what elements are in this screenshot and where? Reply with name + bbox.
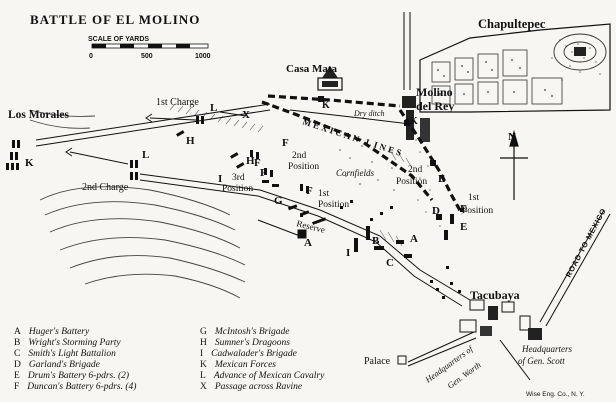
stipple-areas [409,39,601,227]
label-2nd-charge: 2nd Charge [82,182,129,193]
road-to-mexico [539,209,611,327]
road-los-morales [35,103,271,147]
unit-i-west: I [218,173,222,185]
battery-f-marks [250,150,309,193]
label-f-2nd-pos-2: Position [288,162,319,172]
scale-tick-0: 0 [89,53,93,60]
label-dry-ditch: Dry ditch [353,109,384,118]
label-e-2nd-pos-2: Position [396,177,427,187]
unit-f-1st: F [306,185,313,197]
label-tacubaya: Tacubaya [470,288,520,302]
label-mexican-lines: MEXICAN LINES [301,116,405,158]
label-f-2nd-pos-1: 2nd [292,151,307,161]
unit-l-north: L [210,102,217,114]
mexican-forces-west [6,140,20,170]
scale-label: SCALE OF YARDS [88,36,149,43]
mexican-lines [261,94,464,215]
cornfields [339,145,395,191]
roads-tacubaya [407,331,531,381]
unit-c: C [386,257,394,269]
unit-e-2nd: E [438,173,445,185]
unit-a-west: A [304,237,312,249]
label-3rd-pos-1: 3rd [232,173,245,183]
label-los-morales: Los Morales [8,109,70,121]
battery-a-west [257,219,307,239]
unit-e-1st-b: E [460,203,467,215]
charge-arrows [65,111,247,165]
map-title: BATTLE OF EL MOLINO [30,12,200,27]
ravine-hatching [169,103,413,247]
north-arrow [500,129,528,200]
label-e-1st-pos-2: Position [462,206,493,216]
unit-h-east: H [246,155,255,167]
mexican-forces-lines [318,96,436,166]
label-3rd-pos-2: Position [222,184,253,194]
unit-f-3rd-b: F [260,167,267,179]
north-label: N [508,131,516,143]
label-casa-mata: Casa Mata [286,63,338,75]
unit-a-east: A [410,233,418,245]
label-hq-scott-2: of Gen. Scott [518,356,565,366]
road-west-lower [139,173,471,307]
cavalry-advance-l [130,116,204,180]
casa-mata [317,66,343,91]
unit-b: B [372,235,380,247]
label-molino: Molino [416,85,453,99]
scale-tick-1000: 1000 [195,53,211,60]
unit-f-3rd: F [254,157,261,169]
unit-k-casa: K [322,100,330,111]
unit-g: G [274,195,283,207]
center-units [354,208,464,258]
label-e-2nd-pos-1: 2nd [408,165,423,175]
label-f-1st-pos-1: 1st [318,189,329,199]
label-hq-scott-1: Headquarters [521,344,572,354]
unit-i-center: I [346,247,350,259]
unit-k-west: K [25,157,34,169]
road-chapultepec [403,12,411,90]
unit-l-west: L [142,149,149,161]
label-palace: Palace [364,356,391,367]
scale-bar [91,43,209,49]
unit-h-west: H [186,135,195,147]
ravine-terrain [29,109,246,299]
label-e-1st-pos-1: 1st [468,193,479,203]
label-f-1st-pos-2: Position [318,200,349,210]
label-road-to-mexico: ROAD TO MEXICO [564,206,608,279]
label-chapultepec: Chapultepec [478,17,546,31]
scale-tick-500: 500 [141,53,153,60]
label-cornfields: Cornfields [336,168,375,178]
palace-marker [397,355,407,365]
dry-ditch [289,109,411,125]
unit-d: D [432,205,440,217]
label-1st-charge: 1st Charge [156,97,199,108]
engraver-credit: Wise Eng. Co., N. Y. [526,391,585,398]
chapultepec-grounds [419,23,611,113]
unit-f-2nd: F [282,137,289,149]
tacubaya [459,299,542,340]
unit-x: X [242,109,250,121]
center-dots [300,200,461,299]
unit-k-molino: K [410,116,418,127]
label-del-rey: del Rey [416,99,454,113]
dragoons-h [176,130,245,169]
unit-e-1st: E [460,221,467,233]
